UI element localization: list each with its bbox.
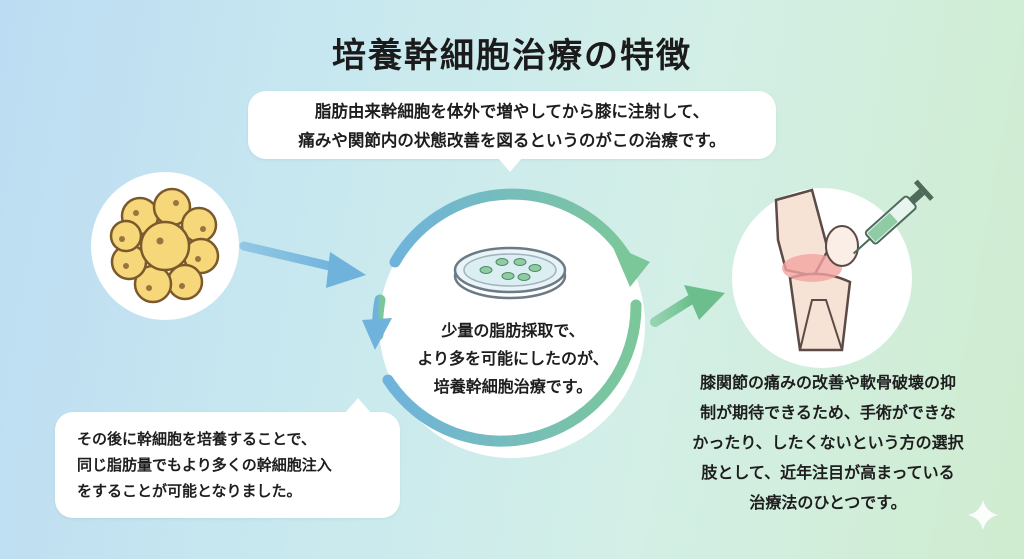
top-speech-bubble: 脂肪由来幹細胞を体外で増やしてから膝に注射して、 痛みや関節内の状態改善を図ると… — [248, 91, 776, 172]
right-line: 肢として、近年注目が高まっている — [701, 463, 955, 482]
bl-bubble-line: 同じ脂肪量でもより多くの幹細胞注入 — [77, 456, 332, 474]
right-line: かったり、したくないという方の選択 — [692, 433, 964, 452]
top-bubble-line: 痛みや関節内の状態改善を図るというのがこの治療です。 — [298, 131, 726, 150]
center-line: 少量の脂肪採取で、 — [441, 321, 585, 340]
right-line: 制が期待できるため、手術ができな — [700, 403, 956, 422]
center-line: 培養幹細胞治療です。 — [433, 377, 593, 396]
bl-bubble-line: その後に幹細胞を培養することで、 — [77, 430, 316, 448]
right-description: 膝関節の痛みの改善や軟骨破壊の抑 制が期待できるため、手術ができな かったり、し… — [658, 368, 998, 518]
center-circle — [379, 192, 645, 458]
petri-dish-icon — [453, 246, 567, 300]
bottom-left-speech-bubble: その後に幹細胞を培養することで、 同じ脂肪量でもより多くの幹細胞注入 をすること… — [55, 398, 400, 518]
sparkle-icon — [968, 500, 998, 530]
right-line: 膝関節の痛みの改善や軟骨破壊の抑 — [699, 373, 956, 392]
syringe-icon — [852, 179, 934, 255]
bl-bubble-line: をすることが可能となりました。 — [77, 482, 302, 500]
arrow-to-center — [239, 241, 366, 288]
top-bubble-line: 脂肪由来幹細胞を体外で増やしてから膝に注射して、 — [314, 102, 710, 121]
right-line: 治療法のひとつです。 — [749, 493, 907, 512]
page-title: 培養幹細胞治療の特徴 — [332, 36, 692, 76]
fat-cells-icon — [91, 172, 239, 320]
center-line: より多を可能にしたのが、 — [417, 349, 609, 368]
center-caption: 少量の脂肪採取で、 より多を可能にしたのが、 培養幹細胞治療です。 — [382, 317, 644, 401]
cycle-arrowheads — [362, 245, 650, 350]
arrow-to-knee — [650, 285, 725, 327]
